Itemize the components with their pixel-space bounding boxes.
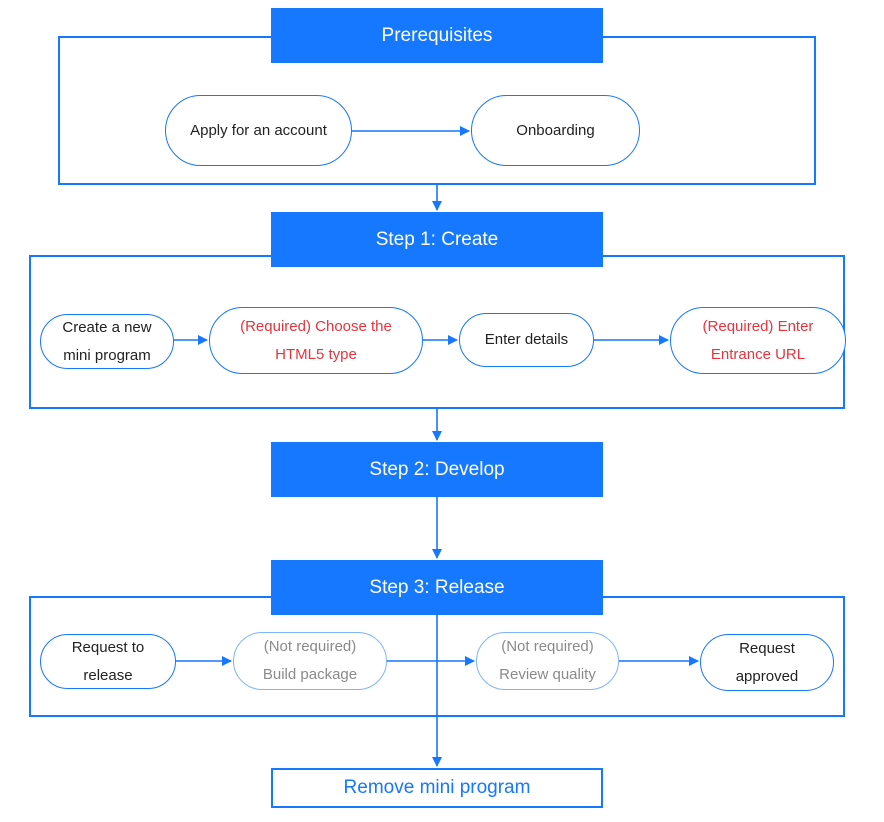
step2-header: Step 2: Develop — [271, 442, 603, 497]
node-request-release-line2: release — [83, 666, 133, 684]
node-choose-html5-line2: HTML5 type — [275, 345, 357, 363]
node-create-line2: mini program — [63, 346, 151, 364]
node-choose-html5-line1: (Required) Choose the — [240, 317, 392, 335]
prerequisites-header: Prerequisites — [271, 8, 603, 63]
node-create-mini-program: Create a new mini program — [40, 314, 174, 369]
node-enter-details-label: Enter details — [484, 331, 569, 348]
node-entrance-url: (Required) Enter Entrance URL — [670, 307, 846, 374]
node-review-quality-line2: Review quality — [499, 666, 596, 683]
step3-header: Step 3: Release — [271, 560, 603, 615]
node-request-approved: Request approved — [700, 634, 834, 691]
node-entrance-url-line1: (Required) Enter — [702, 317, 814, 335]
node-request-approved-line2: approved — [735, 667, 799, 685]
node-onboarding: Onboarding — [471, 95, 640, 166]
node-build-package: (Not required) Build package — [233, 632, 387, 690]
node-request-release-line1: Request to — [71, 638, 145, 656]
node-choose-html5: (Required) Choose the HTML5 type — [209, 307, 423, 374]
node-build-package-line2: Build package — [262, 666, 358, 683]
node-build-package-line1: (Not required) — [263, 638, 357, 655]
node-request-release: Request to release — [40, 634, 176, 689]
node-entrance-url-line2: Entrance URL — [710, 345, 806, 363]
node-apply-account: Apply for an account — [165, 95, 352, 166]
step1-header: Step 1: Create — [271, 212, 603, 267]
node-apply-account-label: Apply for an account — [190, 121, 327, 139]
node-onboarding-label: Onboarding — [516, 121, 595, 139]
node-review-quality: (Not required) Review quality — [476, 632, 619, 690]
node-create-line1: Create a new — [62, 318, 152, 336]
node-enter-details: Enter details — [459, 313, 594, 367]
node-request-approved-line1: Request — [739, 639, 795, 657]
node-review-quality-line1: (Not required) — [501, 638, 594, 655]
remove-mini-program-box: Remove mini program — [271, 768, 603, 808]
